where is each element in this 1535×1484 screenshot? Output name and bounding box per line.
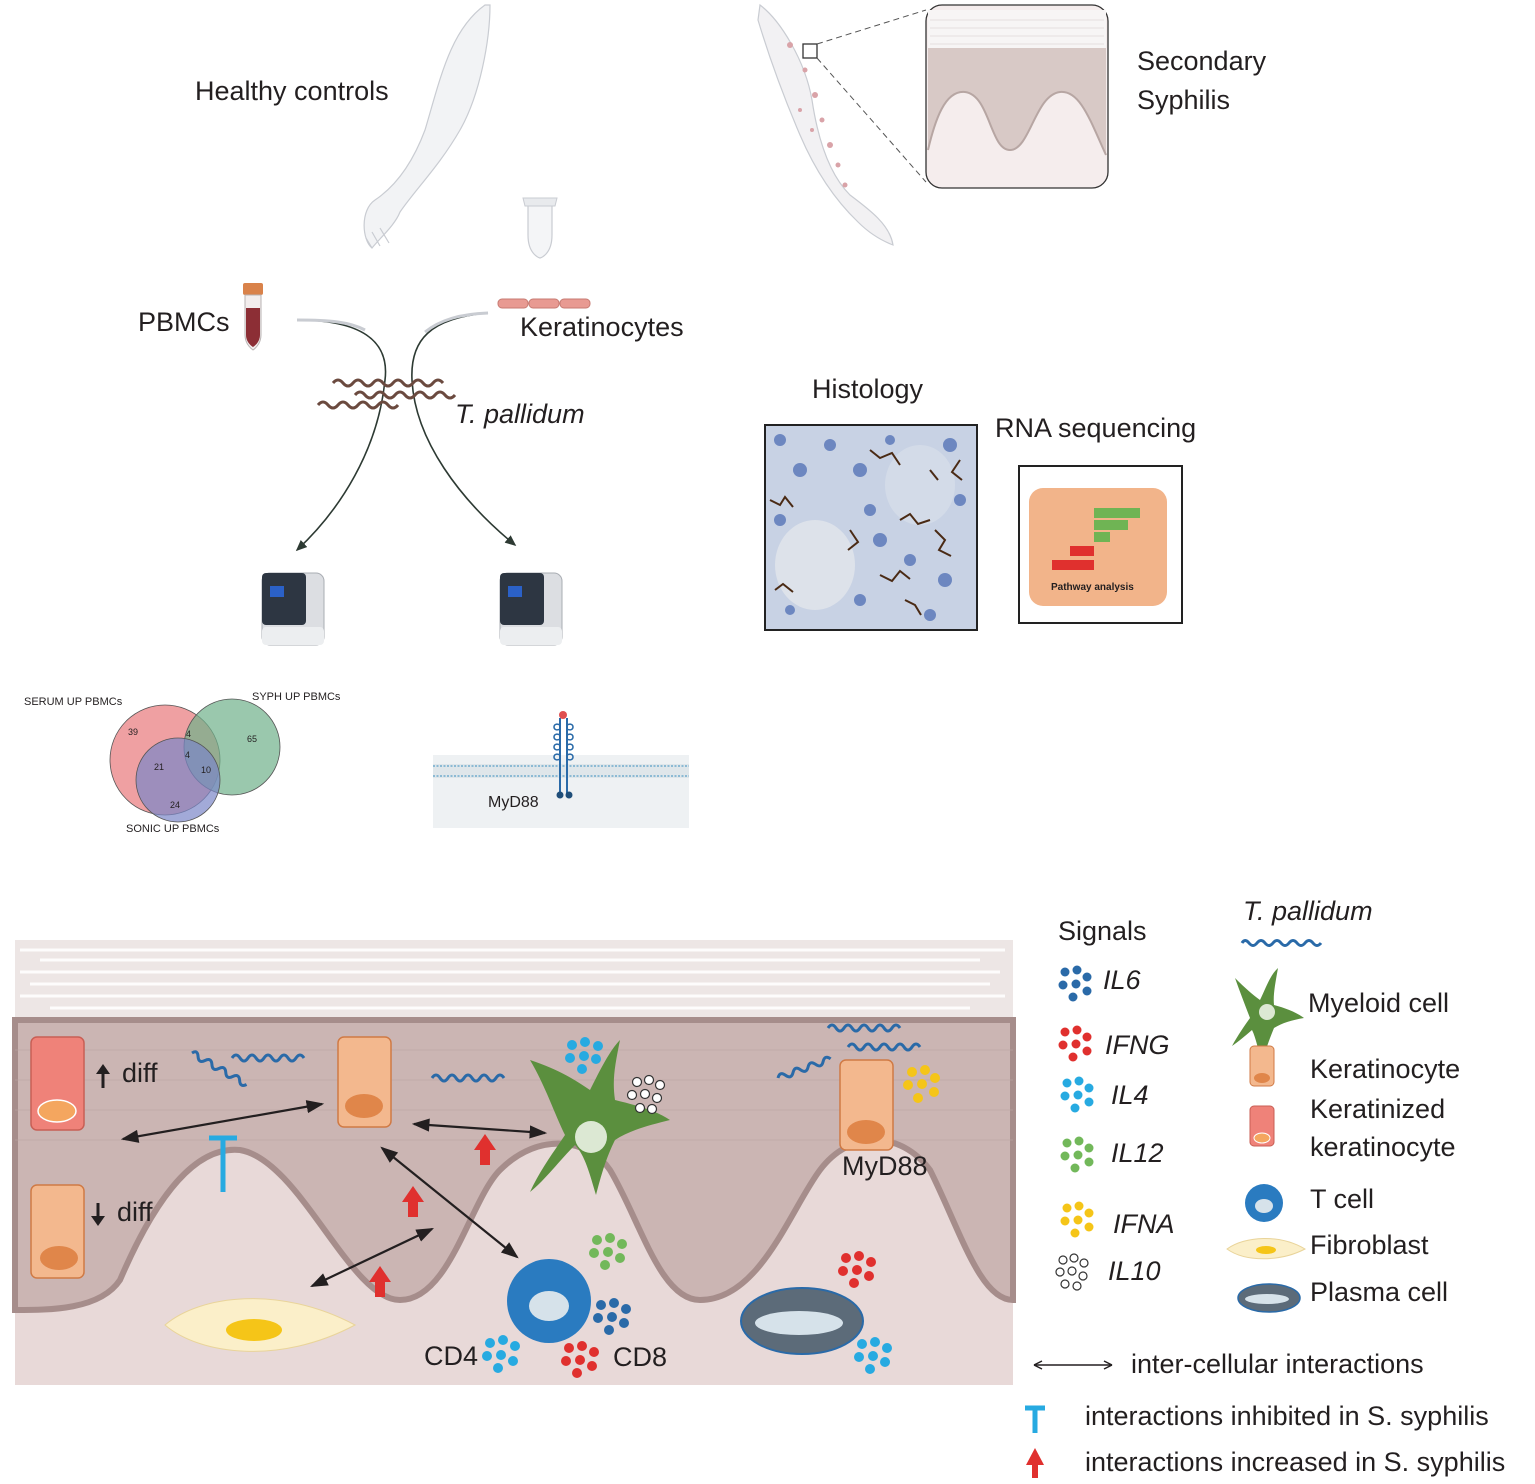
legend-ifng-label: IFNG <box>1105 1030 1170 1060</box>
signal-il10-myeloid <box>626 1074 666 1115</box>
pbmc-tube <box>243 283 263 351</box>
legend-il10-label: IL10 <box>1108 1256 1161 1286</box>
venn-sonic-only: 24 <box>170 800 181 810</box>
legend-interactions-label: inter-cellular interactions <box>1131 1349 1424 1379</box>
healthy-arm <box>363 4 491 249</box>
legend-graphics <box>1025 939 1323 1478</box>
skin-zoom-box <box>925 4 1109 189</box>
histology-image <box>764 424 978 631</box>
signal-ifng-plasma <box>838 1251 876 1288</box>
venn-syph-only: 65 <box>247 734 258 744</box>
legend-keratinized-label-line1: Keratinized <box>1310 1094 1446 1124</box>
myd88-membrane <box>433 711 689 828</box>
increase-markers <box>369 1134 496 1297</box>
legend-il6-label: IL6 <box>1103 965 1141 995</box>
signal-ifng-cd8 <box>561 1341 599 1378</box>
t-pallidum-label: T. pallidum <box>455 399 585 429</box>
legend-il6-dots <box>1058 965 1092 1002</box>
venn-syph-label: SYPH UP PBMCs <box>252 691 341 703</box>
signal-ifna-myd88 <box>903 1065 940 1103</box>
legend-keratinocyte-label: Keratinocyte <box>1310 1054 1461 1084</box>
legend-ifng-dots <box>1058 1025 1092 1062</box>
cd4-label: CD4 <box>424 1341 479 1371</box>
skin-spirochetes <box>191 1023 922 1087</box>
legend-t-pallidum-label: T. pallidum <box>1243 896 1373 926</box>
venn-syph-sonic: 10 <box>201 765 212 775</box>
legend-increased-label: interactions increased in S. syphilis <box>1085 1447 1506 1477</box>
myeloid-cell <box>530 1040 670 1195</box>
rna-sequencing-label: RNA sequencing <box>995 413 1197 443</box>
cd8-label: CD8 <box>613 1342 668 1372</box>
pbmcs-label: PBMCs <box>138 307 230 337</box>
legend-t-pallidum-icon <box>1240 939 1323 947</box>
signal-il12-tcell <box>589 1233 627 1270</box>
legend-signals-title: Signals <box>1058 916 1147 946</box>
signal-il4-cd4 <box>482 1335 520 1373</box>
diff-down-label: diff <box>117 1197 153 1227</box>
sequencer-right <box>499 572 563 646</box>
venn-all-three: 4 <box>185 750 191 760</box>
legend-il4-dots <box>1060 1076 1094 1113</box>
keratinocytes-label: Keratinocytes <box>520 312 684 342</box>
legend-il4-label: IL4 <box>1111 1080 1149 1110</box>
skin-diagram <box>12 940 1016 1385</box>
signal-il4-myeloid <box>565 1037 603 1074</box>
sequencer-left <box>261 572 325 646</box>
legend-il12-label: IL12 <box>1111 1138 1164 1168</box>
venn-serum-syph: 4 <box>186 729 192 739</box>
syphilis-arm <box>757 3 894 246</box>
venn-serum-only: 39 <box>128 727 139 737</box>
secondary-syphilis-label-line1: Secondary <box>1137 46 1267 76</box>
secondary-syphilis-label-line2: Syphilis <box>1137 85 1231 115</box>
legend-il12-dots <box>1060 1136 1094 1173</box>
venn-serum-label: SERUM UP PBMCs <box>24 696 123 708</box>
legend-il10-dots <box>1055 1253 1089 1291</box>
myd88-receptor-label: MyD88 <box>488 794 539 811</box>
legend-ifna-label: IFNA <box>1113 1209 1175 1239</box>
legend-inhibited-label: interactions inhibited in S. syphilis <box>1085 1401 1489 1431</box>
legend-tcell-label: T cell <box>1310 1184 1375 1214</box>
legend-inhibited-icon <box>1025 1405 1045 1433</box>
legend-keratinized-label-line2: keratinocyte <box>1310 1132 1456 1162</box>
legend-myeloid-label: Myeloid cell <box>1308 988 1450 1018</box>
pathway-analysis-label: Pathway analysis <box>1051 582 1134 593</box>
signal-il4-plasma <box>854 1337 892 1374</box>
legend-ifna-dots <box>1060 1201 1094 1238</box>
rna-seq-panel <box>1018 465 1183 624</box>
legend-interaction-arrow <box>1033 1360 1113 1370</box>
legend-fibroblast-label: Fibroblast <box>1310 1230 1429 1260</box>
venn-diagram <box>109 698 281 823</box>
diff-up-label: diff <box>122 1058 158 1088</box>
keratinocyte-strip <box>497 298 591 309</box>
venn-serum-sonic: 21 <box>154 762 165 772</box>
venn-sonic-label: SONIC UP PBMCs <box>126 823 220 835</box>
healthy-controls-label: Healthy controls <box>195 76 389 106</box>
venn-sonic-circle <box>135 737 221 823</box>
inhibition-marker <box>209 1135 237 1192</box>
rash-spots <box>787 42 848 188</box>
signal-il6-tcell <box>593 1298 631 1335</box>
histology-label: Histology <box>812 374 924 404</box>
legend-increased-icon <box>1026 1448 1044 1478</box>
legend-plasma-label: Plasma cell <box>1310 1277 1449 1307</box>
sample-tube <box>527 204 553 259</box>
myd88-label: MyD88 <box>842 1151 928 1181</box>
interaction-arrows <box>120 1100 548 1287</box>
top-illustration <box>109 3 1183 828</box>
t-pallidum-spirochetes <box>316 378 457 410</box>
